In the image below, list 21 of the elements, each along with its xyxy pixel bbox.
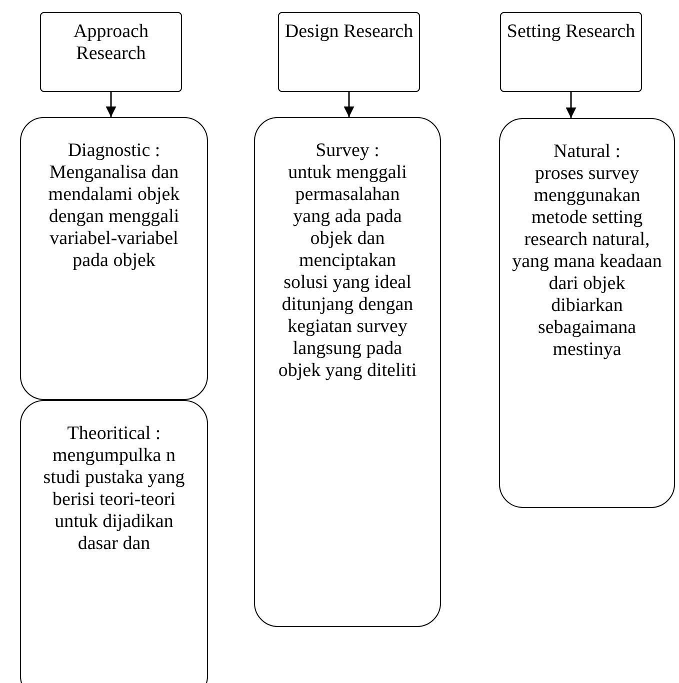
box-heading: Survey : — [316, 140, 380, 162]
box-text: Setting Research — [506, 21, 636, 43]
box-text: untuk menggali permasalahan yang ada pada objek dan menciptakan solusi yang ideal ditunjang dengan kegiatan survey langsung pada objek yang diteliti — [278, 162, 417, 382]
box-text: mengumpulka n studi pustaka yang berisi teori-teori untuk dijadikan dasar dan — [42, 445, 186, 555]
process-box — [278, 12, 420, 92]
box-text: proses survey menggunakan metode setting research natural, yang mana keadaan dari objek dibiarkan sebagaimana mestinya — [511, 163, 663, 361]
box-heading: Theoritical : — [67, 423, 161, 445]
box-text: Approach Research — [72, 21, 150, 65]
description-box — [254, 117, 441, 627]
box-heading: Natural : — [553, 141, 620, 163]
process-box — [40, 12, 182, 92]
description-box — [20, 400, 208, 683]
box-heading: Diagnostic : — [68, 140, 160, 162]
arrow — [106, 92, 116, 117]
arrow — [566, 92, 576, 118]
description-box — [20, 117, 208, 400]
process-box — [500, 12, 642, 92]
box-text: Menganalisa dan mendalami objek dengan menggali variabel-variabel pada objek — [47, 162, 181, 272]
box-text: Design Research — [284, 21, 414, 43]
arrow — [344, 92, 354, 117]
description-box — [499, 118, 675, 508]
